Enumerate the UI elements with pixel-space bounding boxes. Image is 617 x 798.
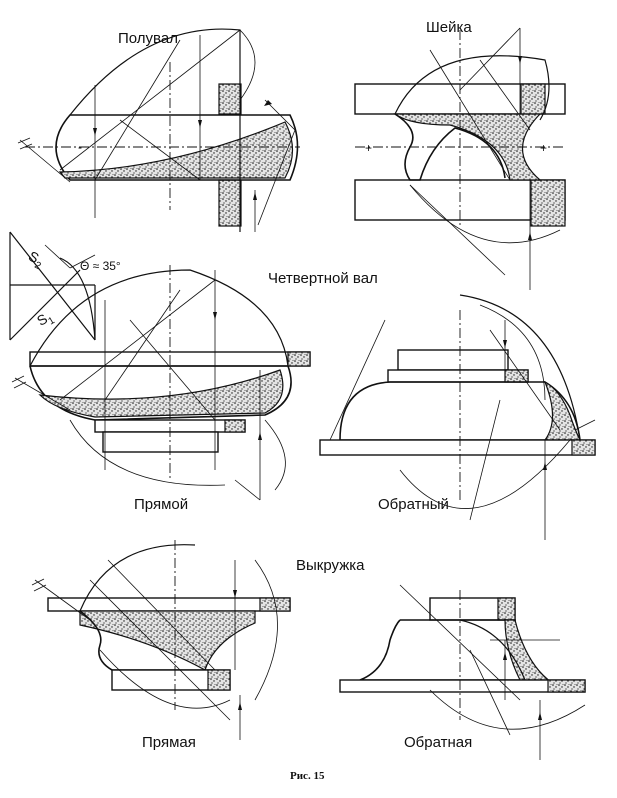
label-pryamaya: Прямая [142,734,196,751]
svg-text:-: - [78,140,82,154]
label-pryamoy: Прямой [134,496,189,513]
panel-obratnaya-drawing [339,584,586,760]
label-obratnaya: Обратная [404,734,473,751]
poluval-hatched-area [58,121,294,179]
svg-text:+: + [540,141,547,155]
panel-obratny-drawing [319,294,596,540]
title-cavetto: Выкружка [296,557,365,574]
poluval-upper-block [218,83,242,115]
inset-theta-label: Θ ≈ 35° [80,259,121,273]
sheyka-hatched-area [393,113,542,181]
poluval-lower-block [218,179,242,227]
title-quarter-round: Четвертной вал [268,270,378,287]
label-poluval: Полувал [118,30,178,47]
svg-text:+: + [365,141,372,155]
panel-pryamaya-drawing [31,540,291,740]
panel-pryamoy-drawing [11,265,311,501]
poluval-profile [55,114,299,181]
panel-poluval-drawing: - [17,28,300,232]
panel-sheyka-drawing: + + [354,27,566,290]
figure-caption: Рис. 15 [290,770,325,782]
label-sheyka: Шейка [426,19,472,36]
label-obratny: Обратный [378,496,449,513]
